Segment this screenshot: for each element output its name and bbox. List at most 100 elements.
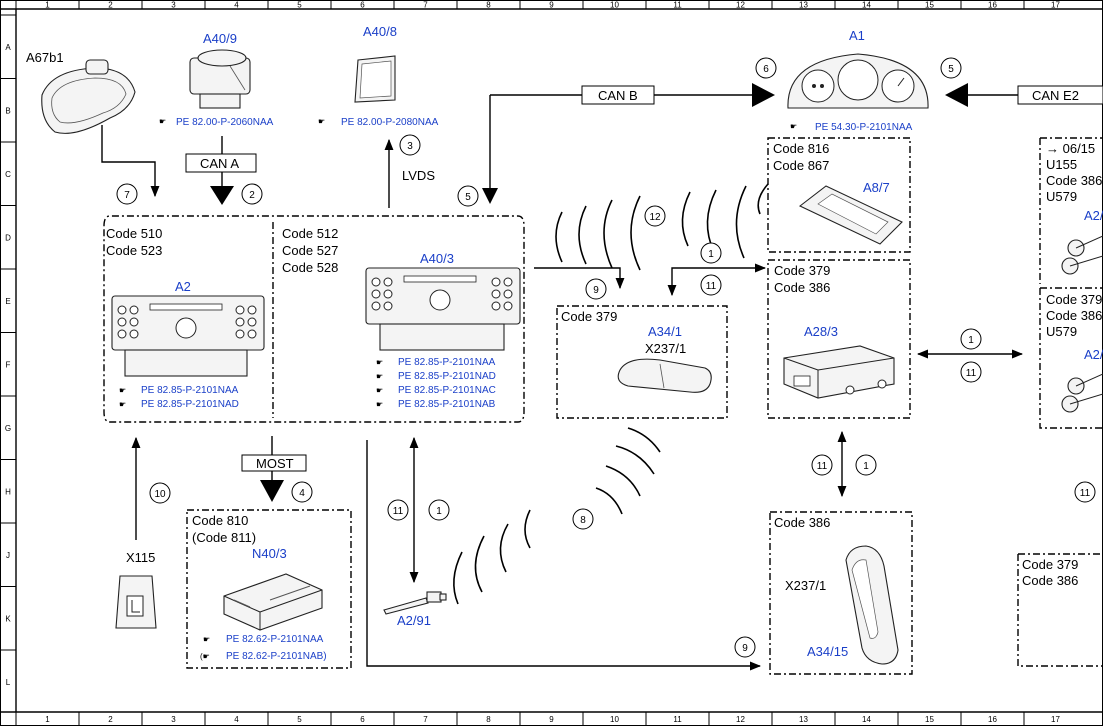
column-label: 6 [360,1,365,10]
ref-a40-3-2: PE 82.85-P-2101NAD [398,371,496,382]
radio-a2-icon [111,295,265,377]
remote-control-icon [798,185,903,245]
column-label: 10 [610,715,619,724]
row-label: E [5,297,10,306]
svg-text:☛: ☛ [376,386,383,395]
svg-text:☛: ☛ [203,635,210,644]
ref-a40-3-4: PE 82.85-P-2101NAB [398,399,496,410]
column-label: 17 [1051,1,1060,10]
column-label: 15 [925,715,934,724]
svg-text:1: 1 [968,335,974,346]
svg-text:1: 1 [708,249,714,260]
ref-n40-3-1: PE 82.62-P-2101NAA [226,634,324,645]
row-label: G [5,424,11,433]
column-label: 2 [108,715,113,724]
svg-text:12: 12 [649,212,661,223]
svg-text:9: 9 [593,285,599,296]
ref-a40-9: PE 82.00-P-2060NAA [176,117,274,128]
column-label: 11 [673,715,682,724]
label-a2-partial2: A2/ [1084,347,1103,362]
label-a28-3: A28/3 [804,324,838,339]
svg-text:11: 11 [817,461,828,472]
codes-a28-3-1: Code 379 [774,263,830,278]
svg-text:☛: ☛ [376,372,383,381]
label-x115: X115 [126,550,155,565]
column-label: 9 [549,715,554,724]
ref-a1: PE 54.30-P-2101NAA [815,122,913,133]
svg-text:☛: ☛ [119,386,126,395]
column-label: 12 [736,1,745,10]
svg-text:7: 7 [124,190,130,201]
label-a2: A2 [175,279,191,294]
radio-a40-3-icon [365,267,521,351]
row-label: F [6,360,11,369]
codes-a34-1: Code 379 [561,309,617,324]
row-label: H [5,487,11,496]
column-label: 16 [988,715,997,724]
codes-a34-15: Code 386 [774,515,830,530]
row-label: J [6,551,10,560]
label-a40-9: A40/9 [203,31,237,46]
codes-n40-3-1: Code 810 [192,513,248,528]
column-label: 14 [862,1,871,10]
label-a67b1: A67b1 [26,50,64,65]
svg-text:5: 5 [948,64,954,75]
svg-text:4: 4 [299,488,305,499]
label-a40-8: A40/8 [363,24,397,39]
amplifier-icon [223,573,323,631]
radio-waves-8 [453,427,661,605]
svg-text:3: 3 [407,141,413,152]
column-label: 17 [1051,715,1060,724]
column-label: 13 [799,715,808,724]
row-label: B [5,106,10,115]
svg-text:☛: ☛ [376,358,383,367]
codes-a40-3-2: Code 527 [282,243,338,258]
codes-a40-3-3: Code 528 [282,260,338,275]
codes-right-top-3: Code 386 [1046,173,1102,188]
label-x237-1: X237/1 [645,341,686,356]
control-module-icon [783,345,895,399]
svg-text:☛: ☛ [790,122,797,131]
svg-text:5: 5 [465,192,471,203]
svg-text:(☛: (☛ [200,652,210,661]
column-label: 1 [45,715,50,724]
svg-text:1: 1 [436,506,442,517]
codes-a8-7-2: Code 867 [773,158,829,173]
bus-most: MOST [256,456,294,471]
codes-right-mid-2: Code 386 [1046,308,1102,323]
column-label: 8 [486,715,491,724]
label-a1: A1 [849,28,865,43]
ref-a40-8: PE 82.00-P-2080NAA [341,117,439,128]
partial-antenna-icon-2 [1061,373,1103,413]
label-a34-1: A34/1 [648,324,682,339]
svg-text:11: 11 [706,281,717,292]
partial-antenna-icon [1061,235,1103,275]
codes-right-top-4: U579 [1046,189,1077,204]
column-label: 8 [486,1,491,10]
row-label: L [6,678,11,687]
codes-right-top-2: U155 [1046,157,1077,172]
column-label: 2 [108,1,113,10]
column-ticks: 1122334455667788991010111112121313141415… [15,0,1060,726]
ref-a2-2: PE 82.85-P-2101NAD [141,399,239,410]
codes-a2-2: Code 523 [106,243,162,258]
codes-right-bottom-1: Code 379 [1022,557,1078,572]
column-label: 14 [862,715,871,724]
bus-can-b: CAN B [598,88,638,103]
codes-a28-3-2: Code 386 [774,280,830,295]
codes-a8-7-1: Code 816 [773,141,829,156]
codes-a40-3-1: Code 512 [282,226,338,241]
label-a8-7: A8/7 [863,180,890,195]
codes-right-mid-1: Code 379 [1046,292,1102,307]
antenna-icon [383,591,447,615]
codes-right-bottom-2: Code 386 [1022,573,1078,588]
bus-can-a: CAN A [200,156,239,171]
callout-layer: 6 5 3 2 7 5 12 1 11 9 1 11 11 1 11 4 10 … [116,57,1096,658]
svg-text:10: 10 [154,489,166,500]
column-label: 5 [297,1,302,10]
codes-right-top-1: → 06/15 [1046,141,1095,156]
instrument-cluster-icon [787,53,929,109]
column-label: 16 [988,1,997,10]
